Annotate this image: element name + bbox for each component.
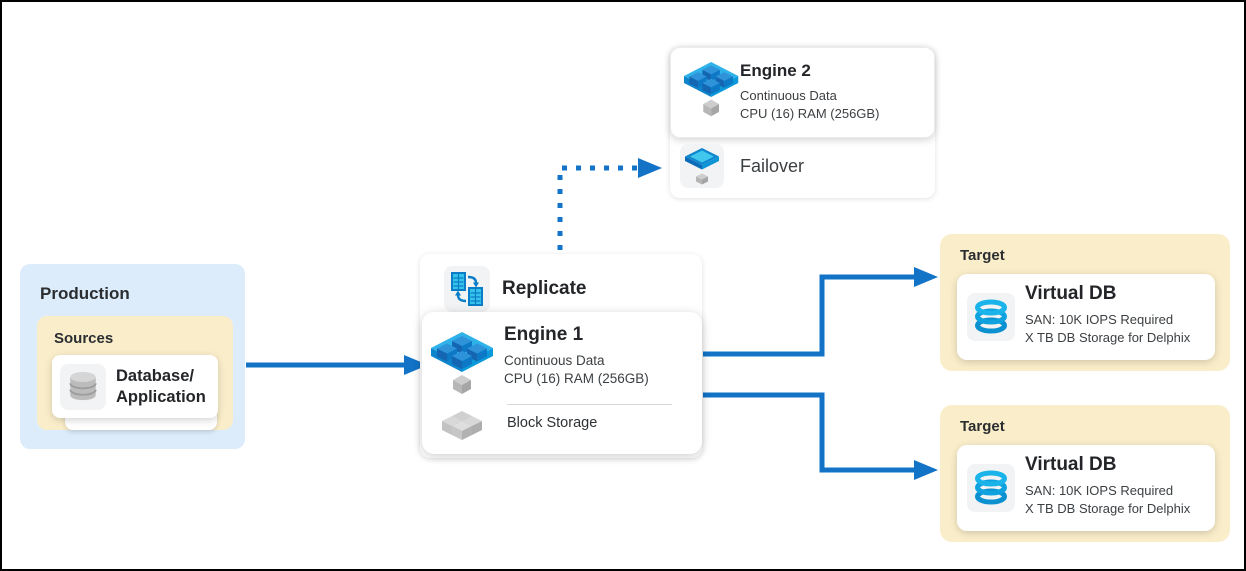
- virtual-db-detail-2: X TB DB Storage for Delphix: [1025, 330, 1191, 345]
- replicate-icon: [444, 266, 490, 312]
- sources-title: Sources: [54, 330, 114, 347]
- engine1-detail-1: Continuous Data: [504, 353, 605, 368]
- virtual-db-detail-2: X TB DB Storage for Delphix: [1025, 501, 1191, 516]
- virtual-db-detail-1: SAN: 10K IOPS Required: [1025, 312, 1174, 327]
- engine2-detail-1: Continuous Data: [740, 88, 837, 103]
- target2-panel: Target Virtual DB SAN: 10K IOPS Required…: [940, 405, 1230, 542]
- database-application-card: Database/ Application: [52, 355, 218, 418]
- engine1-icon: [430, 332, 496, 396]
- replicate-row: Replicate: [444, 266, 586, 312]
- target1-virtualdb-card: Virtual DB SAN: 10K IOPS Required X TB D…: [957, 274, 1215, 360]
- production-title: Production: [40, 284, 130, 303]
- database-application-label: Database/ Application: [116, 367, 206, 406]
- sources-panel: Sources Database/ Application: [37, 316, 233, 430]
- engine1-divider: [507, 404, 672, 405]
- failover-label: Failover: [740, 155, 805, 176]
- virtual-db-detail-1: SAN: 10K IOPS Required: [1025, 483, 1174, 498]
- replication-failover-dotted-arrow: [557, 158, 662, 250]
- failover-row: Failover: [680, 144, 804, 188]
- engine2-icon: [683, 62, 741, 118]
- engine2-detail-2: CPU (16) RAM (256GB): [740, 106, 880, 121]
- block-storage-icon: [439, 410, 485, 452]
- engine1-detail-2: CPU (16) RAM (256GB): [504, 371, 649, 386]
- replicate-label: Replicate: [502, 278, 587, 299]
- target1-panel: Target Virtual DB SAN: 10K IOPS Required…: [940, 234, 1230, 371]
- virtual-db-title: Virtual DB: [1025, 454, 1117, 475]
- engine2-title: Engine 2: [740, 61, 811, 80]
- virtual-db-title: Virtual DB: [1025, 283, 1117, 304]
- block-storage-label: Block Storage: [507, 415, 598, 431]
- target2-virtualdb-card: Virtual DB SAN: 10K IOPS Required X TB D…: [957, 445, 1215, 531]
- production-panel: Production Sources Database/ Applicat: [20, 264, 245, 449]
- engine2-card: Engine 2 Continuous Data CPU (16) RAM (2…: [670, 47, 935, 138]
- engine1-title: Engine 1: [504, 324, 584, 345]
- virtual-db-icon: [967, 464, 1015, 512]
- target2-title: Target: [960, 418, 1005, 435]
- engine-to-target2-arrow: [703, 392, 938, 480]
- failover-icon: [680, 144, 724, 188]
- target1-title: Target: [960, 247, 1005, 264]
- engine-to-target1-arrow: [703, 267, 938, 357]
- engine1-card: Engine 1 Continuous Data CPU (16) RAM (2…: [422, 312, 702, 454]
- virtual-db-icon: [967, 293, 1015, 341]
- database-icon: [60, 363, 106, 410]
